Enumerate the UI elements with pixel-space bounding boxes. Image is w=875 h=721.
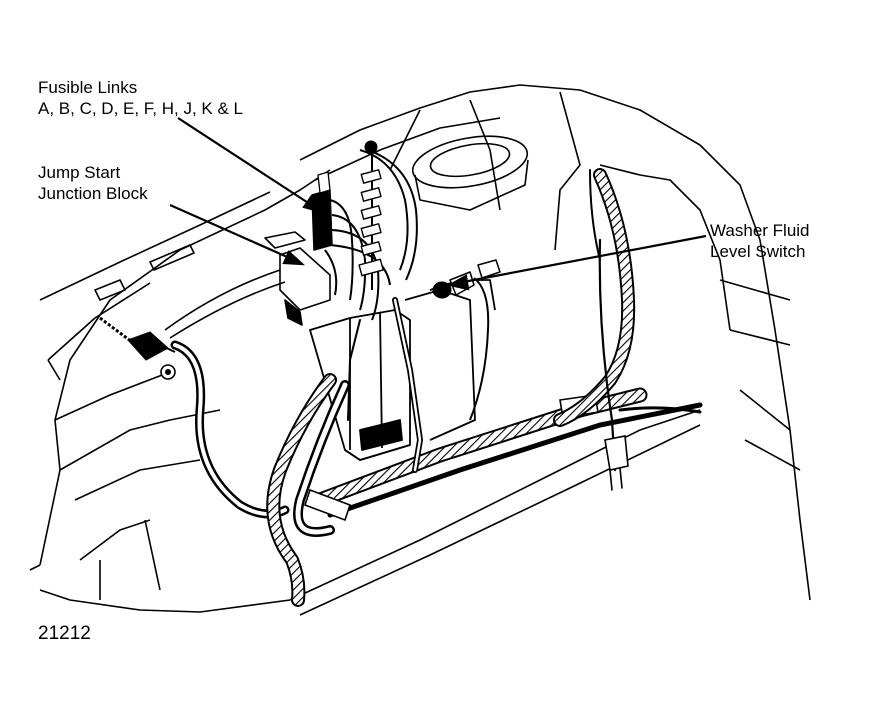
washer-fluid-label: Washer Fluid Level Switch	[710, 220, 810, 262]
fusible-links-label: Fusible Links A, B, C, D, E, F, H, J, K …	[38, 77, 243, 119]
corrugated-loom	[266, 373, 350, 607]
fusible-links-bundle	[311, 140, 418, 321]
washer-fluid-label-line2: Level Switch	[710, 242, 806, 261]
body-panels	[29, 84, 811, 616]
jump-start-label: Jump Start Junction Block	[38, 162, 148, 204]
left-harness	[99, 269, 290, 519]
figure-number: 21212	[38, 623, 91, 644]
washer-reservoir	[309, 279, 496, 461]
jump-start-label-line1: Jump Start	[38, 163, 121, 182]
leader-lines	[169, 117, 707, 291]
washer-fluid-label-line1: Washer Fluid	[710, 221, 810, 240]
right-loom	[553, 168, 702, 491]
jump-start-label-line2: Junction Block	[38, 184, 148, 203]
fusible-links-label-line1: Fusible Links	[38, 78, 138, 97]
fusible-links-label-line2: A, B, C, D, E, F, H, J, K & L	[38, 99, 243, 118]
